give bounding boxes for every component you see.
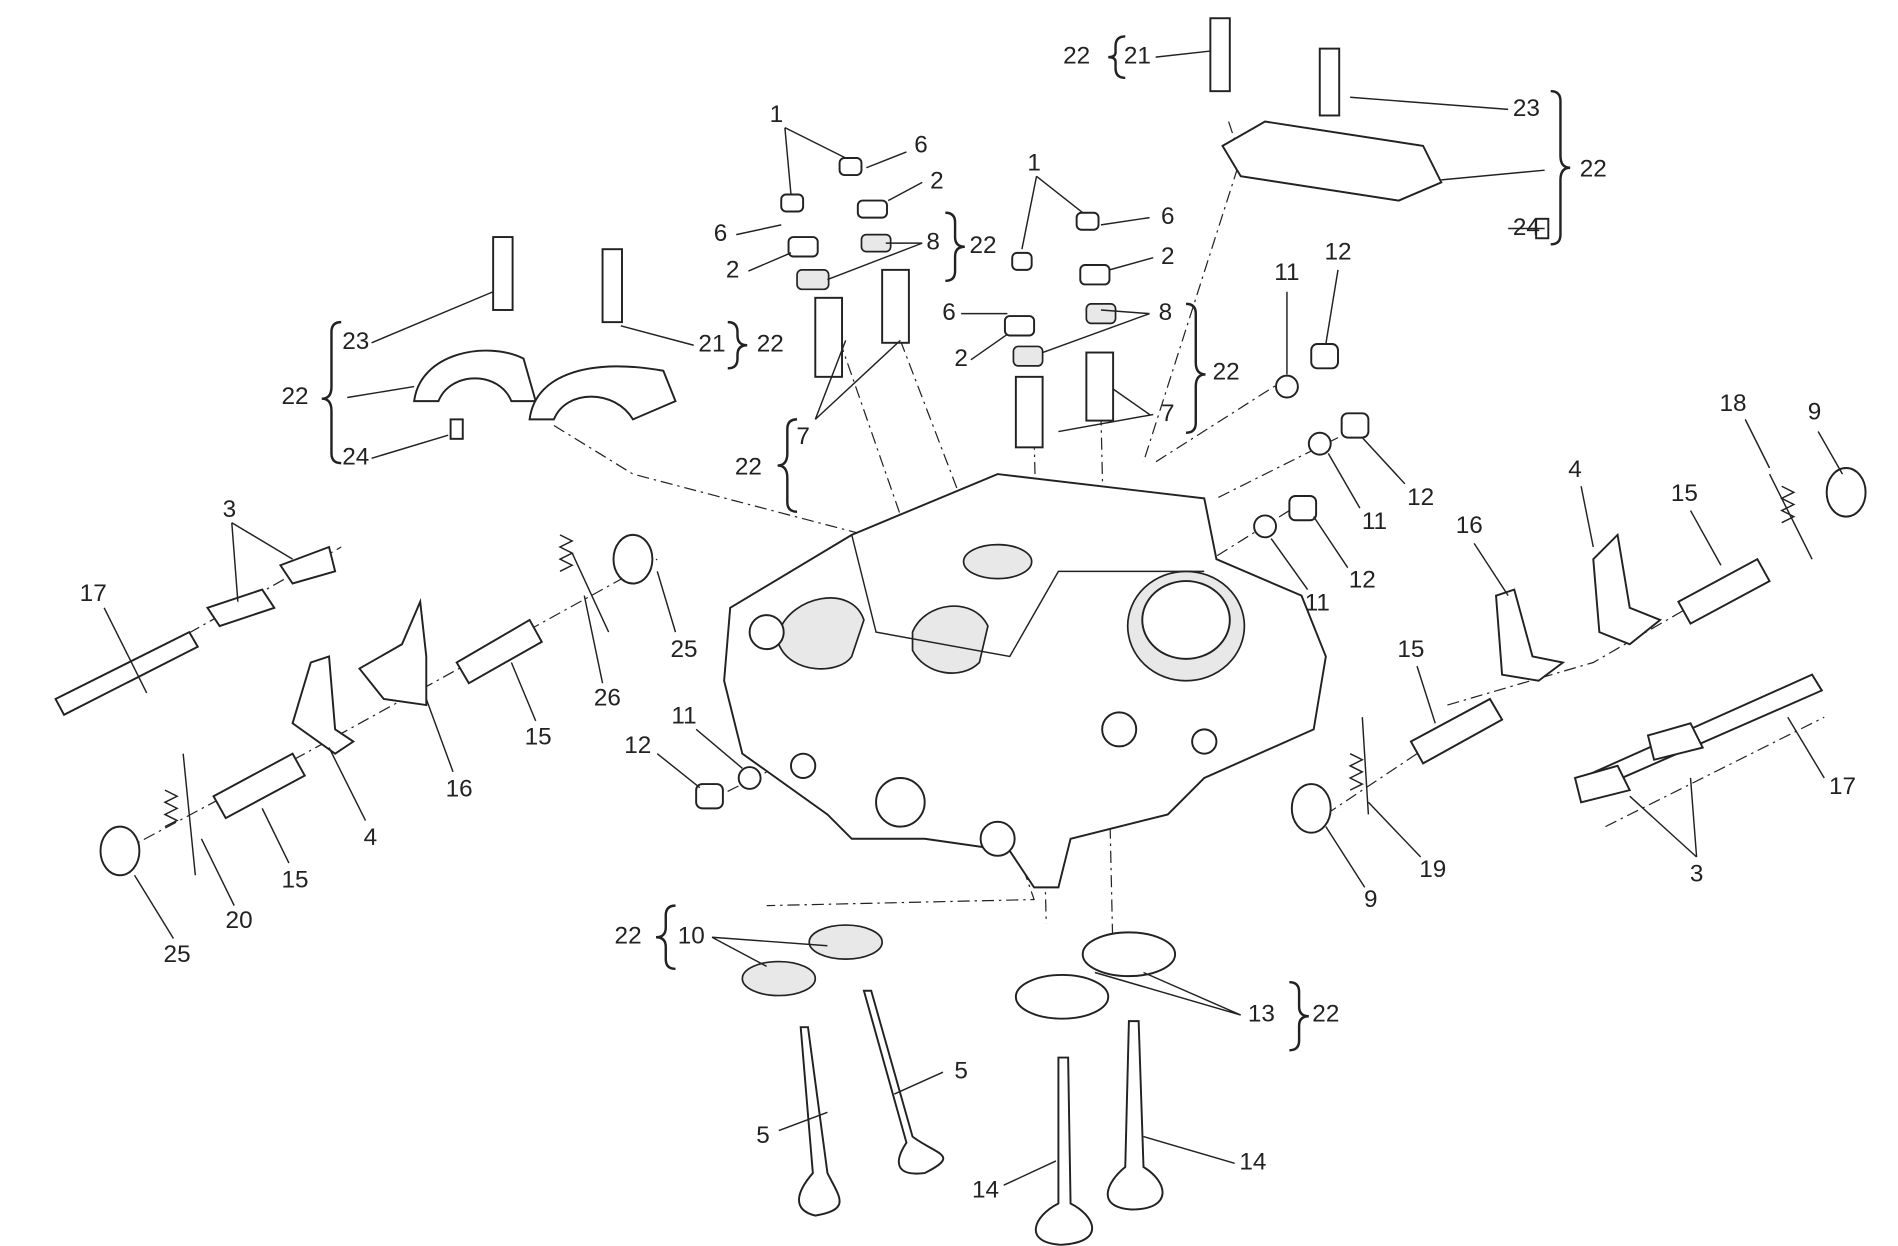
valve-guides-caps xyxy=(780,157,1117,449)
callout: 17 xyxy=(1829,773,1856,800)
callout: 9 xyxy=(1808,399,1822,426)
callout: 9 xyxy=(1364,886,1378,913)
callout: 1 xyxy=(770,101,784,128)
braces xyxy=(321,35,1571,1052)
callout: 24 xyxy=(342,444,369,471)
callout: 6 xyxy=(914,131,928,158)
callout: 19 xyxy=(1419,856,1446,883)
callout: 4 xyxy=(364,824,378,851)
callout: 17 xyxy=(80,580,107,607)
callout: 11 xyxy=(1305,590,1330,617)
callout: 18 xyxy=(1720,390,1747,417)
callout: 14 xyxy=(1239,1149,1266,1176)
callout: 22 xyxy=(1312,1000,1339,1027)
callout: 25 xyxy=(164,941,191,968)
callout: 3 xyxy=(1690,861,1704,888)
callout: 16 xyxy=(1456,512,1483,539)
callout: 2 xyxy=(1161,243,1175,270)
callout: 20 xyxy=(226,907,253,934)
callout: 22 xyxy=(1213,359,1240,386)
callout: 26 xyxy=(594,684,621,711)
callout: 14 xyxy=(972,1177,999,1204)
callout: 15 xyxy=(1397,636,1424,663)
callout: 23 xyxy=(342,328,369,355)
callout: 15 xyxy=(1671,480,1698,507)
callout: 22 xyxy=(970,232,997,259)
cam-caps-right xyxy=(1209,17,1550,240)
cam-caps-left xyxy=(413,236,677,440)
callout: 8 xyxy=(1159,299,1173,326)
callout: 2 xyxy=(930,168,944,195)
callout: 12 xyxy=(1407,484,1434,511)
callout: 6 xyxy=(714,220,728,247)
callout: 7 xyxy=(1161,400,1175,427)
callout: 11 xyxy=(671,703,696,730)
callout: 22 xyxy=(281,383,308,410)
callout: 1 xyxy=(1027,150,1041,177)
callout: 11 xyxy=(1274,259,1299,286)
callout: 22 xyxy=(757,331,784,358)
callout: 11 xyxy=(1362,508,1387,535)
leader-lines xyxy=(103,50,1844,1186)
callout: 13 xyxy=(1248,1000,1275,1027)
callout: 4 xyxy=(1568,456,1582,483)
callout: 25 xyxy=(670,636,697,663)
callout: 24 xyxy=(1513,214,1540,241)
callout: 16 xyxy=(446,776,473,803)
cylinder-head xyxy=(723,473,1327,889)
callout: 22 xyxy=(1580,156,1607,183)
callout: 6 xyxy=(1161,203,1175,230)
callout: 6 xyxy=(942,299,956,326)
callout: 10 xyxy=(678,923,705,950)
callout: 21 xyxy=(698,331,725,358)
callout: 22 xyxy=(615,923,642,950)
callout-labels: 22 21 23 22 24 23 21 22 22 24 1 6 2 6 2 … xyxy=(80,43,1856,1204)
callout: 2 xyxy=(726,257,740,284)
callout: 22 xyxy=(735,453,762,480)
callout: 12 xyxy=(1349,566,1376,593)
callout: 5 xyxy=(954,1058,968,1085)
callout: 21 xyxy=(1124,43,1151,70)
callout: 12 xyxy=(624,732,651,759)
callout: 8 xyxy=(926,229,940,256)
callout: 3 xyxy=(223,496,237,523)
callout: 2 xyxy=(954,345,968,372)
rocker-assemblies xyxy=(54,467,1867,877)
plugs-washers xyxy=(695,343,1370,810)
callout: 12 xyxy=(1324,238,1351,265)
callout: 7 xyxy=(796,423,810,450)
callout: 15 xyxy=(281,867,308,894)
callout: 15 xyxy=(525,723,552,750)
callout: 23 xyxy=(1513,95,1540,122)
callout: 22 xyxy=(1063,43,1090,70)
valves xyxy=(741,924,1177,1246)
callout: 5 xyxy=(756,1122,770,1149)
